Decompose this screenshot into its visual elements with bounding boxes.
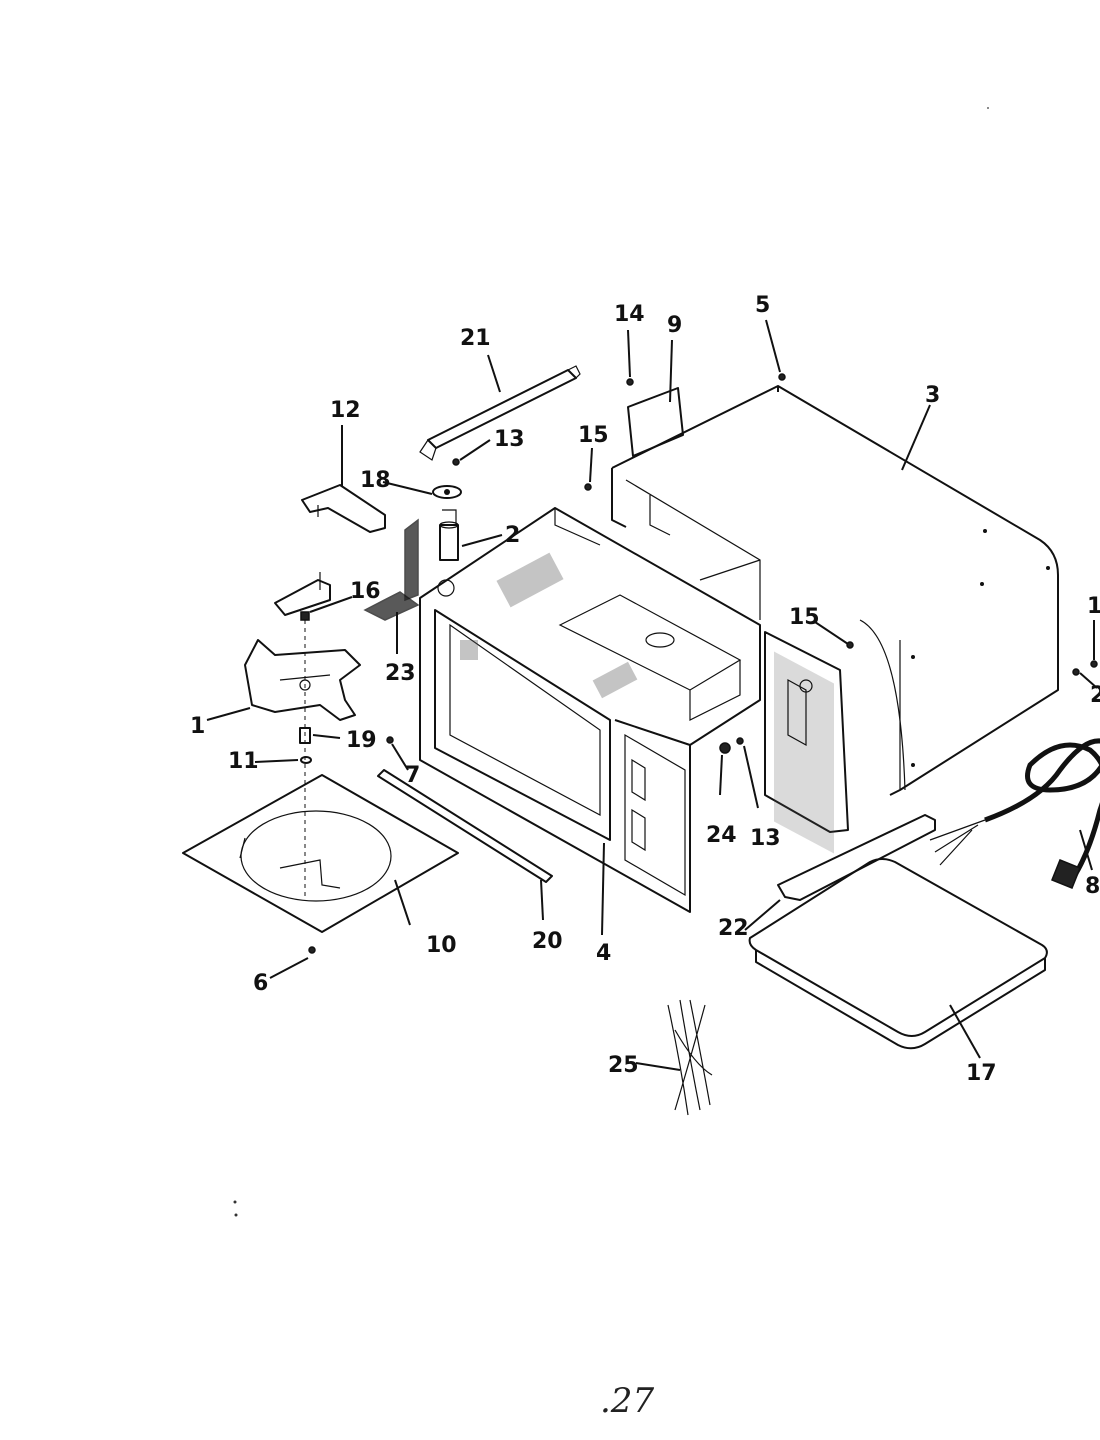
callout-11: 11: [228, 749, 259, 774]
callout-10: 10: [426, 933, 457, 958]
callout-24: 24: [706, 823, 737, 848]
wire-harness-25: [667, 999, 713, 1116]
callout-17: 17: [966, 1061, 997, 1086]
insulation-23: [363, 518, 420, 621]
base-plate-10: [182, 774, 459, 933]
power-cord-8: [929, 738, 1100, 889]
callout-labels: 21 12 13 18 2 14 9 5 3 15 15 16 23 1 19 …: [190, 293, 1100, 1086]
stray-marks: [233, 107, 989, 1217]
mount-plate-1: [244, 639, 361, 721]
callout-1-left: 1: [190, 714, 205, 739]
callout-6: 6: [253, 971, 268, 996]
callout-2-center: 2: [505, 523, 520, 548]
callout-20: 20: [532, 929, 563, 954]
callout-15-right: 15: [789, 605, 820, 630]
callout-2-right: 2: [1090, 683, 1100, 708]
callout-7: 7: [405, 763, 420, 788]
page-mark: .27: [600, 1381, 654, 1421]
callout-14: 14: [614, 302, 645, 327]
callout-19: 19: [346, 728, 377, 753]
callout-15-left: 15: [578, 423, 609, 448]
rear-vent-panel: [764, 631, 849, 854]
washer-11: [300, 756, 312, 764]
callout-16: 16: [350, 579, 381, 604]
callout-13-bottom: 13: [750, 826, 781, 851]
inner-chassis: [419, 507, 761, 913]
outer-cabinet: [611, 385, 1059, 796]
tray-17: [748, 858, 1048, 1050]
callout-3: 3: [925, 383, 940, 408]
callout-4: 4: [596, 941, 611, 966]
callout-23: 23: [385, 661, 416, 686]
plate-9: [627, 387, 684, 457]
bracket-22: [777, 814, 936, 901]
bracket-12: [301, 484, 386, 533]
callout-12: 12: [330, 398, 361, 423]
callout-22: 22: [718, 916, 749, 941]
top-strap: [419, 365, 581, 461]
callout-9: 9: [667, 313, 682, 338]
front-strip-20: [377, 769, 553, 883]
callout-18: 18: [360, 468, 391, 493]
callout-13-top: 13: [494, 427, 525, 452]
bracket-16: [274, 572, 331, 621]
fasteners: [308, 373, 1098, 954]
callout-8: 8: [1085, 874, 1100, 899]
leader-lines: [206, 319, 1098, 1071]
part-2-center: [439, 509, 459, 561]
coupler-19: [299, 727, 311, 744]
callout-1-right: 1: [1087, 594, 1100, 619]
callout-21: 21: [460, 326, 491, 351]
callout-25: 25: [608, 1053, 639, 1078]
thermal-fuse-18: [432, 485, 462, 499]
callout-5: 5: [755, 293, 770, 318]
